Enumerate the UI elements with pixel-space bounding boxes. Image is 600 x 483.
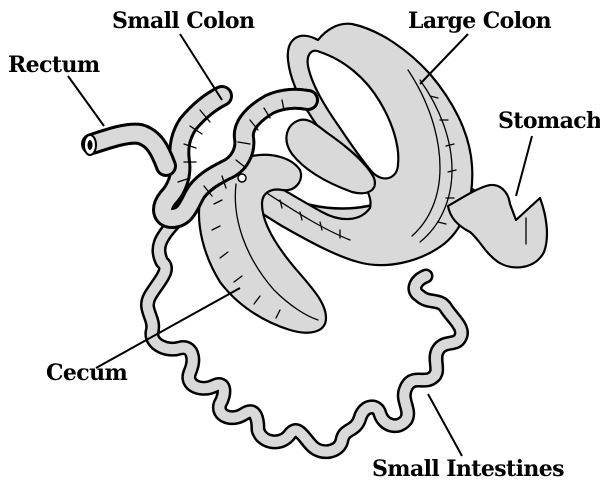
large-colon-leader (420, 34, 468, 84)
stomach (448, 185, 547, 267)
rectum-label: Rectum (8, 52, 100, 78)
small-intestines-leader (428, 394, 462, 456)
rectum (84, 134, 166, 166)
cecum-label: Cecum (46, 360, 127, 386)
small-colon-label: Small Colon (112, 8, 255, 34)
rectum-leader (68, 76, 104, 126)
stomach-leader (516, 136, 532, 196)
small-intestines-label: Small Intestines (372, 456, 564, 482)
large-colon (240, 24, 472, 265)
stomach-label: Stomach (498, 108, 600, 134)
small-colon-leader (180, 34, 222, 100)
large-colon-label: Large Colon (408, 8, 552, 34)
